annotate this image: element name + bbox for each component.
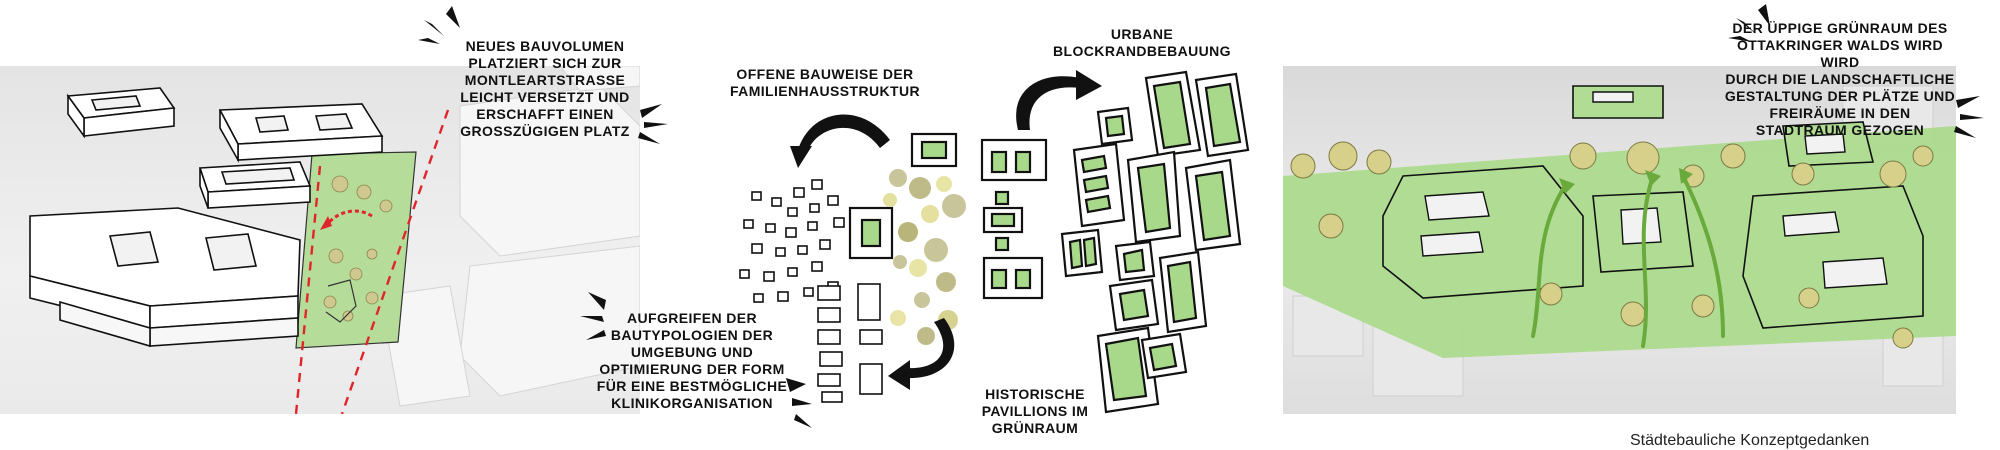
note-line: PAVILLIONS IM — [981, 403, 1089, 419]
figure-caption: Städtebauliche Konzeptgedanken — [1630, 432, 1870, 449]
note-historic-pavilions: HISTORISCHE PAVILLIONS IM GRÜNRAUM — [965, 386, 1105, 437]
note-line: NEUES BAUVOLUMEN — [465, 38, 625, 54]
note-line: DURCH DIE LANDSCHAFTLICHE — [1725, 71, 1955, 87]
site-axonometric-panel — [0, 66, 640, 414]
note-line: OTTAKRINGER WALDS WIRD WIRD — [1736, 37, 1944, 70]
note-open-construction: OFFENE BAUWEISE DER FAMILIENHAUSSTRUKTUR — [715, 66, 935, 100]
note-line: MONTLEARTSTRASSE — [464, 72, 626, 88]
note-line: AUFGREIFEN DER — [626, 310, 758, 326]
note-line: GESTALTUNG DER PLÄTZE UND — [1724, 88, 1956, 104]
note-line: KLINIKORGANISATION — [611, 395, 773, 411]
landscape-trees — [1290, 141, 1934, 349]
hospital-pavilion-rows — [817, 283, 883, 403]
street-axis-lines — [294, 109, 450, 414]
note-line: STADTRAUM GEZOGEN — [1755, 122, 1925, 138]
plaza-trees — [323, 175, 393, 322]
note-line: GRÜNRAUM — [991, 420, 1079, 436]
note-line: FREIRÄUME IN DEN — [1769, 105, 1911, 121]
green-flow-arrows — [1531, 174, 1725, 348]
note-line: OFFENE BAUWEISE DER — [736, 66, 914, 82]
greenspace-perspective-panel — [1283, 66, 1956, 414]
note-line: BLOCKRANDBEBAUUNG — [1053, 43, 1231, 59]
family-house-cluster — [739, 179, 845, 303]
note-line: OPTIMIERUNG DER FORM — [599, 361, 785, 377]
note-line: GROSSZÜGIGEN PLATZ — [460, 123, 630, 139]
note-new-building-volume: NEUES BAUVOLUMEN PLATZIERT SICH ZUR MONT… — [440, 38, 650, 140]
note-line: URBANE — [1110, 26, 1174, 42]
urban-perimeter-blocks — [1060, 70, 1250, 414]
note-line: FÜR EINE BESTMÖGLICHE — [596, 378, 788, 394]
hospital-buildings — [29, 87, 384, 348]
pavilion-blocks — [848, 132, 1048, 300]
note-line: BAUTYPOLOGIEN DER — [610, 327, 774, 343]
site-axonometric-drawing — [29, 66, 640, 414]
green-space-trees — [883, 169, 966, 345]
note-line: FAMILIENHAUSSTRUKTUR — [730, 83, 920, 99]
note-green-space: DER ÜPPIGE GRÜNRAUM DES OTTAKRINGER WALD… — [1720, 20, 1960, 139]
note-line: LEICHT VERSETZT UND — [460, 89, 630, 105]
note-building-typologies: AUFGREIFEN DER BAUTYPOLOGIEN DER UMGEBUN… — [582, 310, 802, 412]
note-line: UMGEBUNG UND — [630, 344, 754, 360]
note-line: HISTORISCHE — [985, 386, 1085, 402]
note-urban-perimeter: URBANE BLOCKRANDBEBAUUNG — [1042, 26, 1242, 60]
note-line: ERSCHAFFT EINEN — [476, 106, 614, 122]
greenspace-perspective-drawing — [1283, 85, 1956, 397]
note-line: PLATZIERT SICH ZUR — [468, 55, 622, 71]
note-line: DER ÜPPIGE GRÜNRAUM DES — [1732, 20, 1948, 36]
concept-arrows — [790, 70, 1102, 390]
